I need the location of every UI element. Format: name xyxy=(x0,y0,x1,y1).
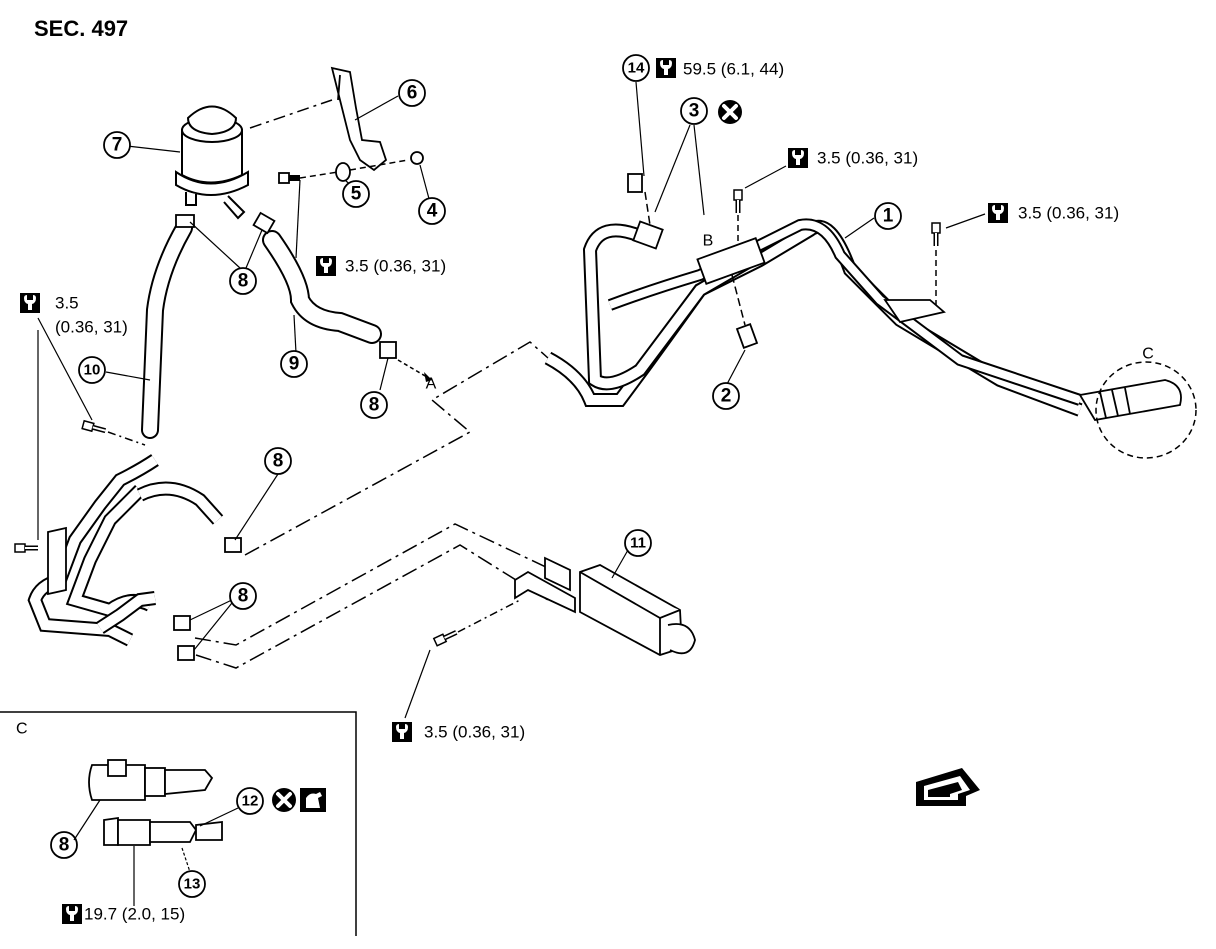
torque-label-left-line1: 3.5 xyxy=(55,294,79,313)
hose-clamp-8 xyxy=(173,537,242,661)
callout-4: 4 xyxy=(427,201,438,222)
callout-10: 10 xyxy=(84,362,101,379)
torque-label-detail: 19.7 (2.0, 15) xyxy=(84,905,185,924)
grommet-part-4 xyxy=(410,151,424,165)
detail-c-fittings xyxy=(88,759,223,846)
callout-2: 2 xyxy=(721,386,732,407)
callout-8-middle: 8 xyxy=(273,451,284,472)
torque-label-14: 59.5 (6.1, 44) xyxy=(683,60,784,79)
fluid-apply-icon xyxy=(300,788,326,812)
callout-8-reservoir: 8 xyxy=(238,271,249,292)
callout-1: 1 xyxy=(883,206,894,227)
callout-9: 9 xyxy=(289,354,300,375)
callout-8-detail: 8 xyxy=(59,835,70,856)
end-fitting-c xyxy=(1078,379,1182,421)
left-pipe-assembly xyxy=(27,454,224,647)
connection-letter-a: A xyxy=(426,376,437,393)
callout-13: 13 xyxy=(184,876,201,893)
callout-8-hose: 8 xyxy=(369,395,380,416)
detail-c-circle xyxy=(1095,361,1197,459)
connection-letter-c: C xyxy=(1142,346,1154,363)
right-pipe-assembly xyxy=(544,218,1083,417)
reservoir-tank xyxy=(175,105,249,220)
torque-label-5: 3.5 (0.36, 31) xyxy=(345,257,446,276)
connection-letter-b: B xyxy=(703,233,714,250)
connection-lines xyxy=(194,341,549,669)
callout-3: 3 xyxy=(689,101,700,122)
callout-circles xyxy=(50,54,902,898)
callout-5: 5 xyxy=(351,184,362,205)
torque-label-bolt-right: 3.5 (0.36, 31) xyxy=(1018,204,1119,223)
front-direction-arrow-icon xyxy=(916,768,980,806)
reservoir-bracket xyxy=(330,66,388,172)
callout-12: 12 xyxy=(242,793,259,810)
torque-label-11: 3.5 (0.36, 31) xyxy=(424,723,525,742)
do-not-reuse-icon xyxy=(270,98,744,814)
section-title: SEC. 497 xyxy=(34,16,129,41)
oil-cooler xyxy=(514,556,696,656)
torque-label-bolt-mid: 3.5 (0.36, 31) xyxy=(817,149,918,168)
callout-11: 11 xyxy=(630,535,646,552)
detail-panel-label: C xyxy=(16,721,28,738)
pressure-switch xyxy=(627,173,766,349)
return-hose-10 xyxy=(141,219,193,439)
callout-14: 14 xyxy=(628,60,645,77)
callout-8-lower: 8 xyxy=(238,586,249,607)
suction-hose-9 xyxy=(262,230,382,344)
clip-part-5 xyxy=(278,162,351,184)
callout-7: 7 xyxy=(112,135,123,156)
torque-label-left-line2: (0.36, 31) xyxy=(55,318,128,337)
callout-6: 6 xyxy=(407,83,418,104)
detail-panel-frame xyxy=(0,711,357,936)
